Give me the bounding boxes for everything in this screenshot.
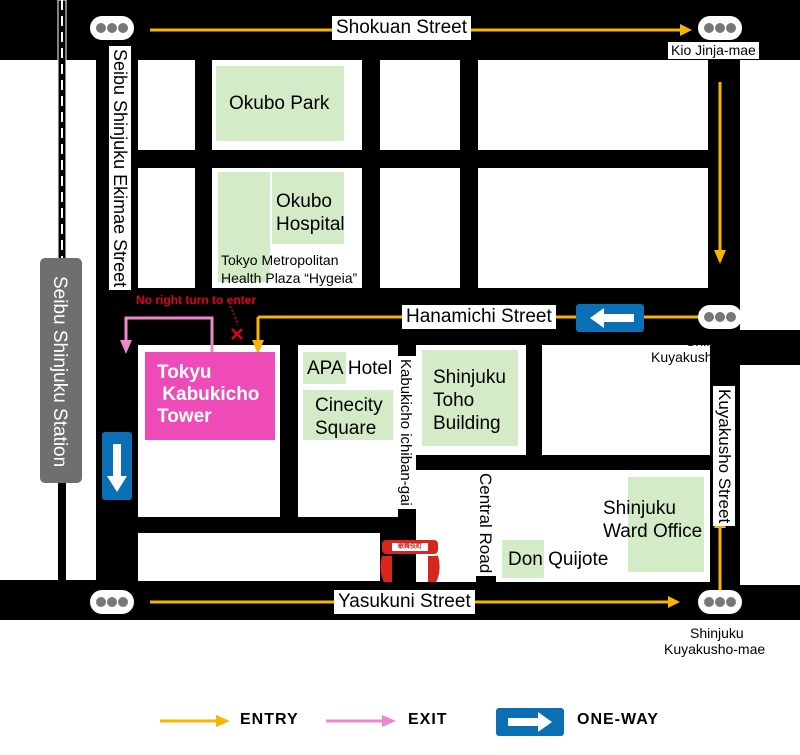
ward-office-area [628,477,704,572]
legend-one-way-sign [496,708,564,736]
okubo-hospital-label-line1: Okubo [276,191,332,212]
toho-label-line2: Toho [433,390,475,411]
ward-office-label-line2: Ward Office [603,521,703,542]
hygeia-area [218,172,270,282]
tower-label-line1: Tokyu [157,362,212,383]
kabukicho-gate [380,540,440,583]
seibu-shinjuku-station: Seibu Shinjuku Station [40,258,82,483]
kuyakusho-street-intersection-line1: Shinjuku [686,333,740,349]
kuyakusho-mae-line1: Shinjuku [690,625,744,641]
gate-text: 歌舞伎町 [397,544,422,550]
seibu-ekimae-street-label: Seibu Shinjuku Ekimae Street [109,46,131,291]
okubo-park-area [216,66,344,141]
ward-office-label-line1: Shinjuku [603,498,676,519]
entry-route-kuyakusho [714,82,726,264]
legend-exit-arrow [326,715,396,727]
station-label: Seibu Shinjuku Station [49,276,70,468]
cinecity-square-area [303,390,393,440]
central-road-label: Central Road [474,470,496,577]
kuyakusho-mae-line2: Kuyakusho-mae [664,641,766,657]
hygeia-label-line2: Health Plaza “Hygeia” [221,270,358,286]
okubo-hospital-label-line2: Hospital [276,214,345,235]
legend-entry-arrow [160,715,230,727]
shokuan-street-label: Shokuan Street [332,16,471,40]
tower-label-line2: Kabukicho [157,384,260,405]
don-quijote-area [502,540,544,578]
legend-one-way-label: ONE-WAY [577,711,659,728]
exit-route [120,316,214,354]
yasukuni-street-label: Yasukuni Street [334,590,475,614]
cinecity-label-line2: Square [315,418,377,439]
kuyakusho-street-intersection-line2: Kuyakusho Street [651,349,762,365]
hanamichi-street-label: Hanamichi Street [402,305,556,329]
no-right-turn-mark [229,305,243,340]
toho-building-area [422,350,518,446]
okubo-hospital-area [272,172,344,244]
kuyakusho-street-label: Kuyakusho Street [713,386,735,527]
okubo-park-label: Okubo Park [229,93,330,114]
kio-jinja-mae-label: Kio Jinja-mae [668,42,759,59]
tower-label-line3: Tower [157,406,212,427]
legend-exit-label: EXIT [408,711,448,728]
no-right-turn-note: No right turn to enter [136,293,256,307]
don-quijote-label: Don Quijote [508,549,609,570]
tokyu-kabukicho-tower: Tokyu Kabukicho Tower [145,352,275,440]
one-way-sign-hanamichi [576,304,644,332]
one-way-sign-ekimae [102,432,132,500]
kabukicho-ichibangai-label: Kabukicho ichiban-gai [394,356,416,509]
apa-hotel-area [303,352,346,384]
apa-hotel-label: APA Hotel [307,358,393,379]
toho-label-line1: Shinjuku [433,367,506,388]
cinecity-label-line1: Cinecity [315,395,383,416]
legend-entry-label: ENTRY [240,711,299,728]
toho-label-line3: Building [433,413,501,434]
hygeia-label-line1: Tokyo Metropolitan [221,252,339,268]
